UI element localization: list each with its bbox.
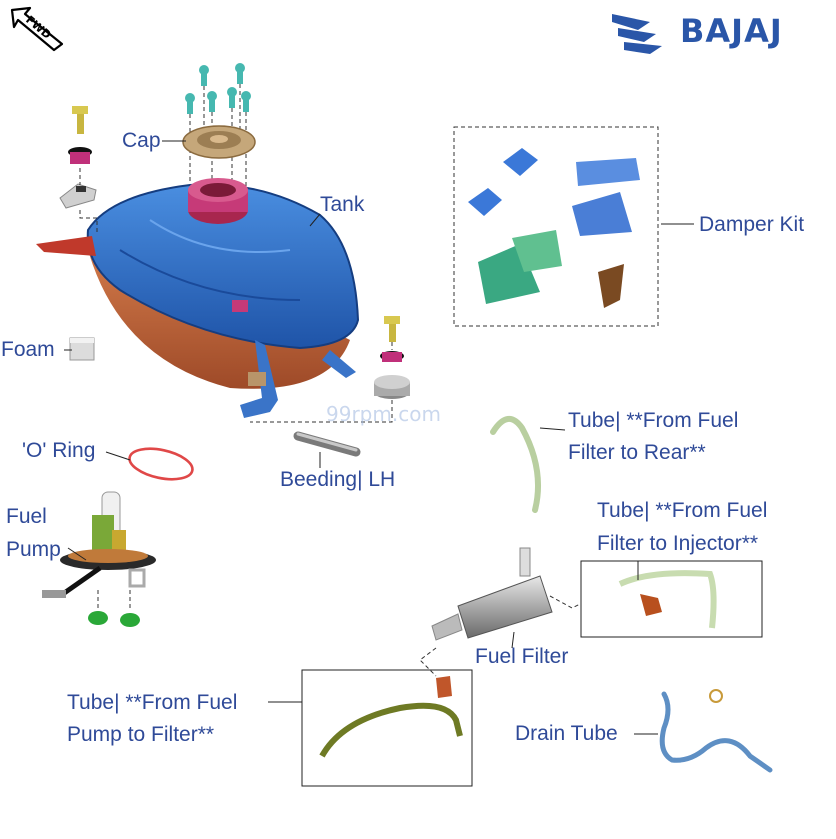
brand-name: BAJAJ [680,12,783,50]
pump-to-filter-tube-box [301,647,473,787]
beeding-rod [293,431,361,457]
label-o-ring: 'O' Ring [22,439,96,462]
tube-filter-to-rear [490,416,542,513]
foam-block [69,337,95,361]
label-fuel-filter: Fuel Filter [475,645,569,668]
injector-tube-box [580,560,763,638]
bajaj-emblem-icon [612,14,662,54]
fuel-tank [36,178,360,418]
o-ring-part [128,447,194,481]
label-damper-kit: Damper Kit [699,213,805,236]
leader-lines [64,140,694,735]
fwd-arrow: FWD [6,4,66,54]
label-drain-tube: Drain Tube [515,722,618,745]
label-fuel-pump-line1: Fuel [6,505,47,528]
watermark: 99rpm.com [326,402,441,426]
label-tank: Tank [320,193,365,216]
label-beeding-lh: Beeding| LH [280,468,396,491]
left-mount-hardware [59,106,98,232]
fuel-cap [182,125,256,159]
label-cap: Cap [122,129,161,152]
fuel-filter-part [431,547,581,641]
label-fuel-pump-line2: Pump [6,538,61,561]
forward-arrow-icon [10,6,64,52]
right-mount-hardware [250,316,410,423]
label-foam: Foam [1,338,55,361]
label-tube-rear-line2: Filter to Rear** [568,441,706,464]
drain-tube-part [659,689,773,773]
label-tube-rear-line1: Tube| **From Fuel [568,409,739,432]
label-tube-injector-line2: Filter to Injector** [597,532,759,555]
damper-kit-box [453,126,659,327]
label-tube-pump-line1: Tube| **From Fuel [67,691,238,714]
fuel-pump-assembly [42,491,156,627]
label-tube-injector-line1: Tube| **From Fuel [597,499,768,522]
label-tube-pump-line2: Pump to Filter** [67,723,215,746]
